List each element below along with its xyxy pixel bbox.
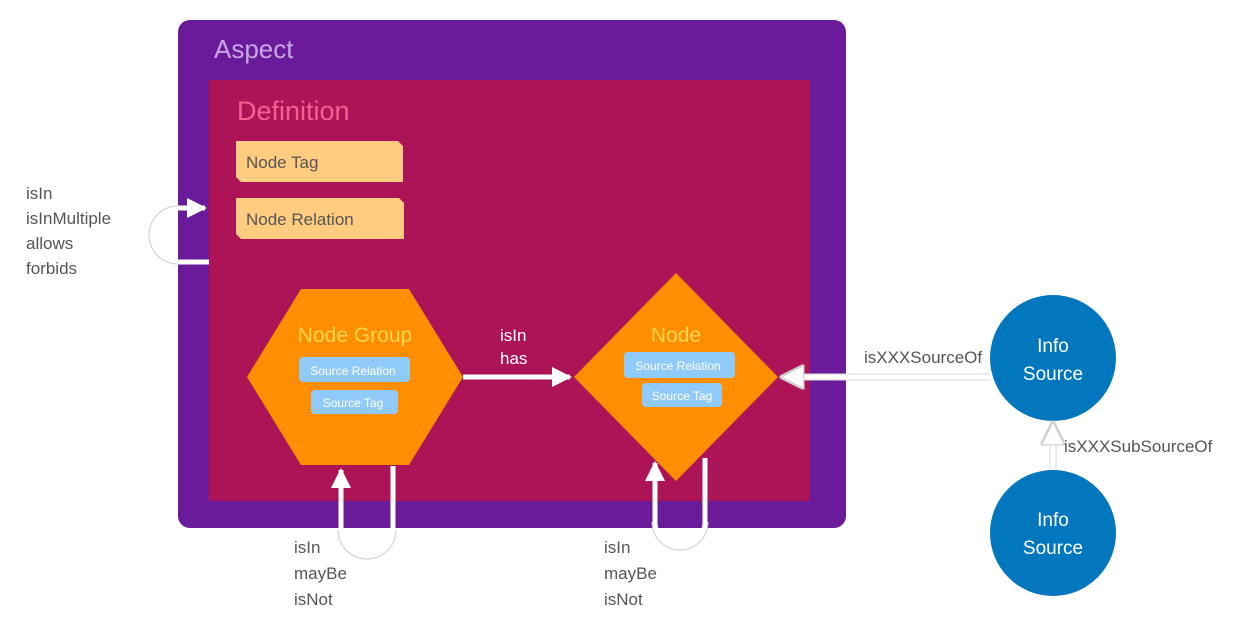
node-group-loop-outline — [337, 529, 397, 560]
node-tag-label: Node Tag — [246, 153, 318, 172]
info-source-top-line2: Source — [1023, 364, 1083, 385]
node-loop-outline — [651, 521, 709, 551]
aspect-loop-arrow — [148, 198, 209, 265]
node-group-title: Node Group — [298, 324, 412, 347]
node-self-label-2: isNot — [604, 590, 643, 609]
node-group-source-tag-chip — [311, 390, 398, 414]
node-relation-label: Node Relation — [246, 210, 354, 229]
group-to-node-label-0: isIn — [500, 326, 526, 345]
aspect-loop-outline — [148, 205, 179, 265]
node-source-relation-chip — [624, 352, 735, 378]
node-relation-shape — [236, 198, 404, 239]
node-group-source-tag-label: Source Tag — [323, 396, 384, 410]
node-title: Node — [651, 324, 701, 347]
node-source-tag-label: Source Tag — [652, 389, 713, 403]
group-self-label-1: mayBe — [294, 564, 347, 583]
node-source-relation-label: Source Relation — [635, 359, 720, 373]
sub-source-of-label: isXXXSubSourceOf — [1064, 437, 1213, 456]
node-loop-arrow — [645, 458, 708, 550]
group-self-label-0: isIn — [294, 538, 320, 557]
aspect-relation-label-1: isInMultiple — [26, 209, 111, 228]
info-source-bottom — [990, 470, 1116, 596]
node-group-source-relation-chip — [299, 357, 410, 382]
info-source-bottom-line1: Info — [1037, 510, 1069, 531]
node-group-source-relation-label: Source Relation — [310, 364, 395, 378]
info-source-top — [990, 295, 1116, 421]
definition-title: Definition — [237, 96, 350, 126]
node-group-loop-arrow — [331, 466, 396, 559]
aspect-title: Aspect — [214, 34, 294, 64]
node-self-label-1: mayBe — [604, 564, 657, 583]
source-of-label: isXXXSourceOf — [864, 348, 982, 367]
aspect-relation-label-3: forbids — [26, 259, 77, 278]
group-to-node-label-1: has — [500, 349, 527, 368]
info-source-bottom-line2: Source — [1023, 538, 1083, 559]
group-self-label-2: isNot — [294, 590, 333, 609]
node-self-label-0: isIn — [604, 538, 630, 557]
node-tag-shape — [236, 141, 403, 182]
aspect-relation-label-2: allows — [26, 234, 73, 253]
node-source-tag-chip — [642, 383, 722, 407]
info-source-top-line1: Info — [1037, 336, 1069, 357]
aspect-relation-label-0: isIn — [26, 184, 52, 203]
